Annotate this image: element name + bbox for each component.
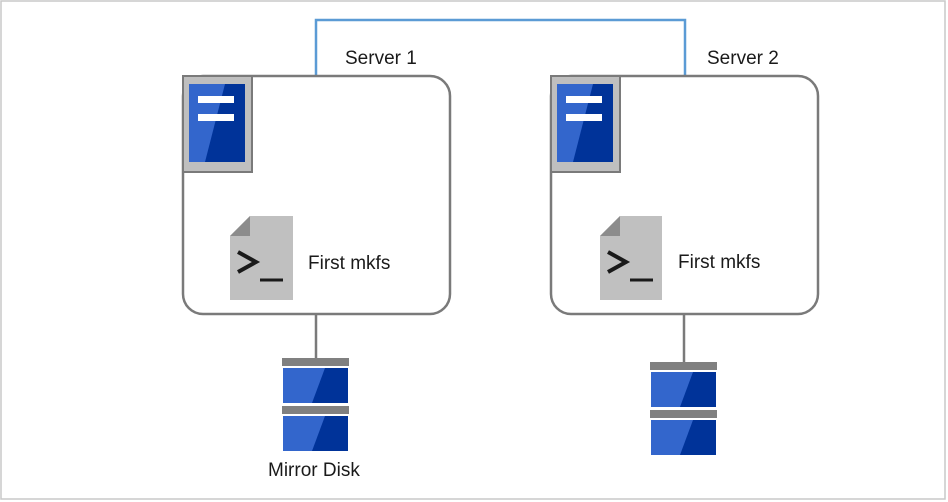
terminal-script-icon [230, 216, 293, 300]
mirror-disk-icon [650, 362, 717, 455]
server-1-title: Server 1 [345, 48, 417, 69]
server-icon [182, 75, 253, 173]
terminal-script-icon [600, 216, 662, 300]
server-2-title: Server 2 [707, 48, 779, 69]
server-1-process-label: First mkfs [308, 253, 391, 274]
server-1-node [181, 74, 452, 451]
mirror-disk-icon [282, 358, 349, 451]
server-2-process-label: First mkfs [678, 252, 761, 273]
server-2-node [549, 74, 820, 455]
server-icon [550, 75, 621, 173]
mirror-disk-label: Mirror Disk [268, 460, 360, 481]
network-line [314, 18, 687, 76]
